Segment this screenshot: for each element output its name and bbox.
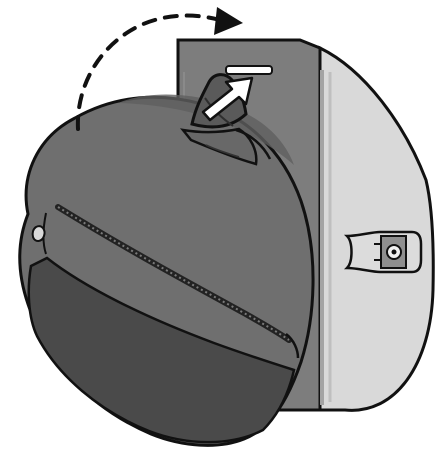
zipper-pull-icon [33,226,45,241]
bag [20,95,313,446]
top-slot [226,66,272,74]
mount-clip-icon [347,232,421,272]
